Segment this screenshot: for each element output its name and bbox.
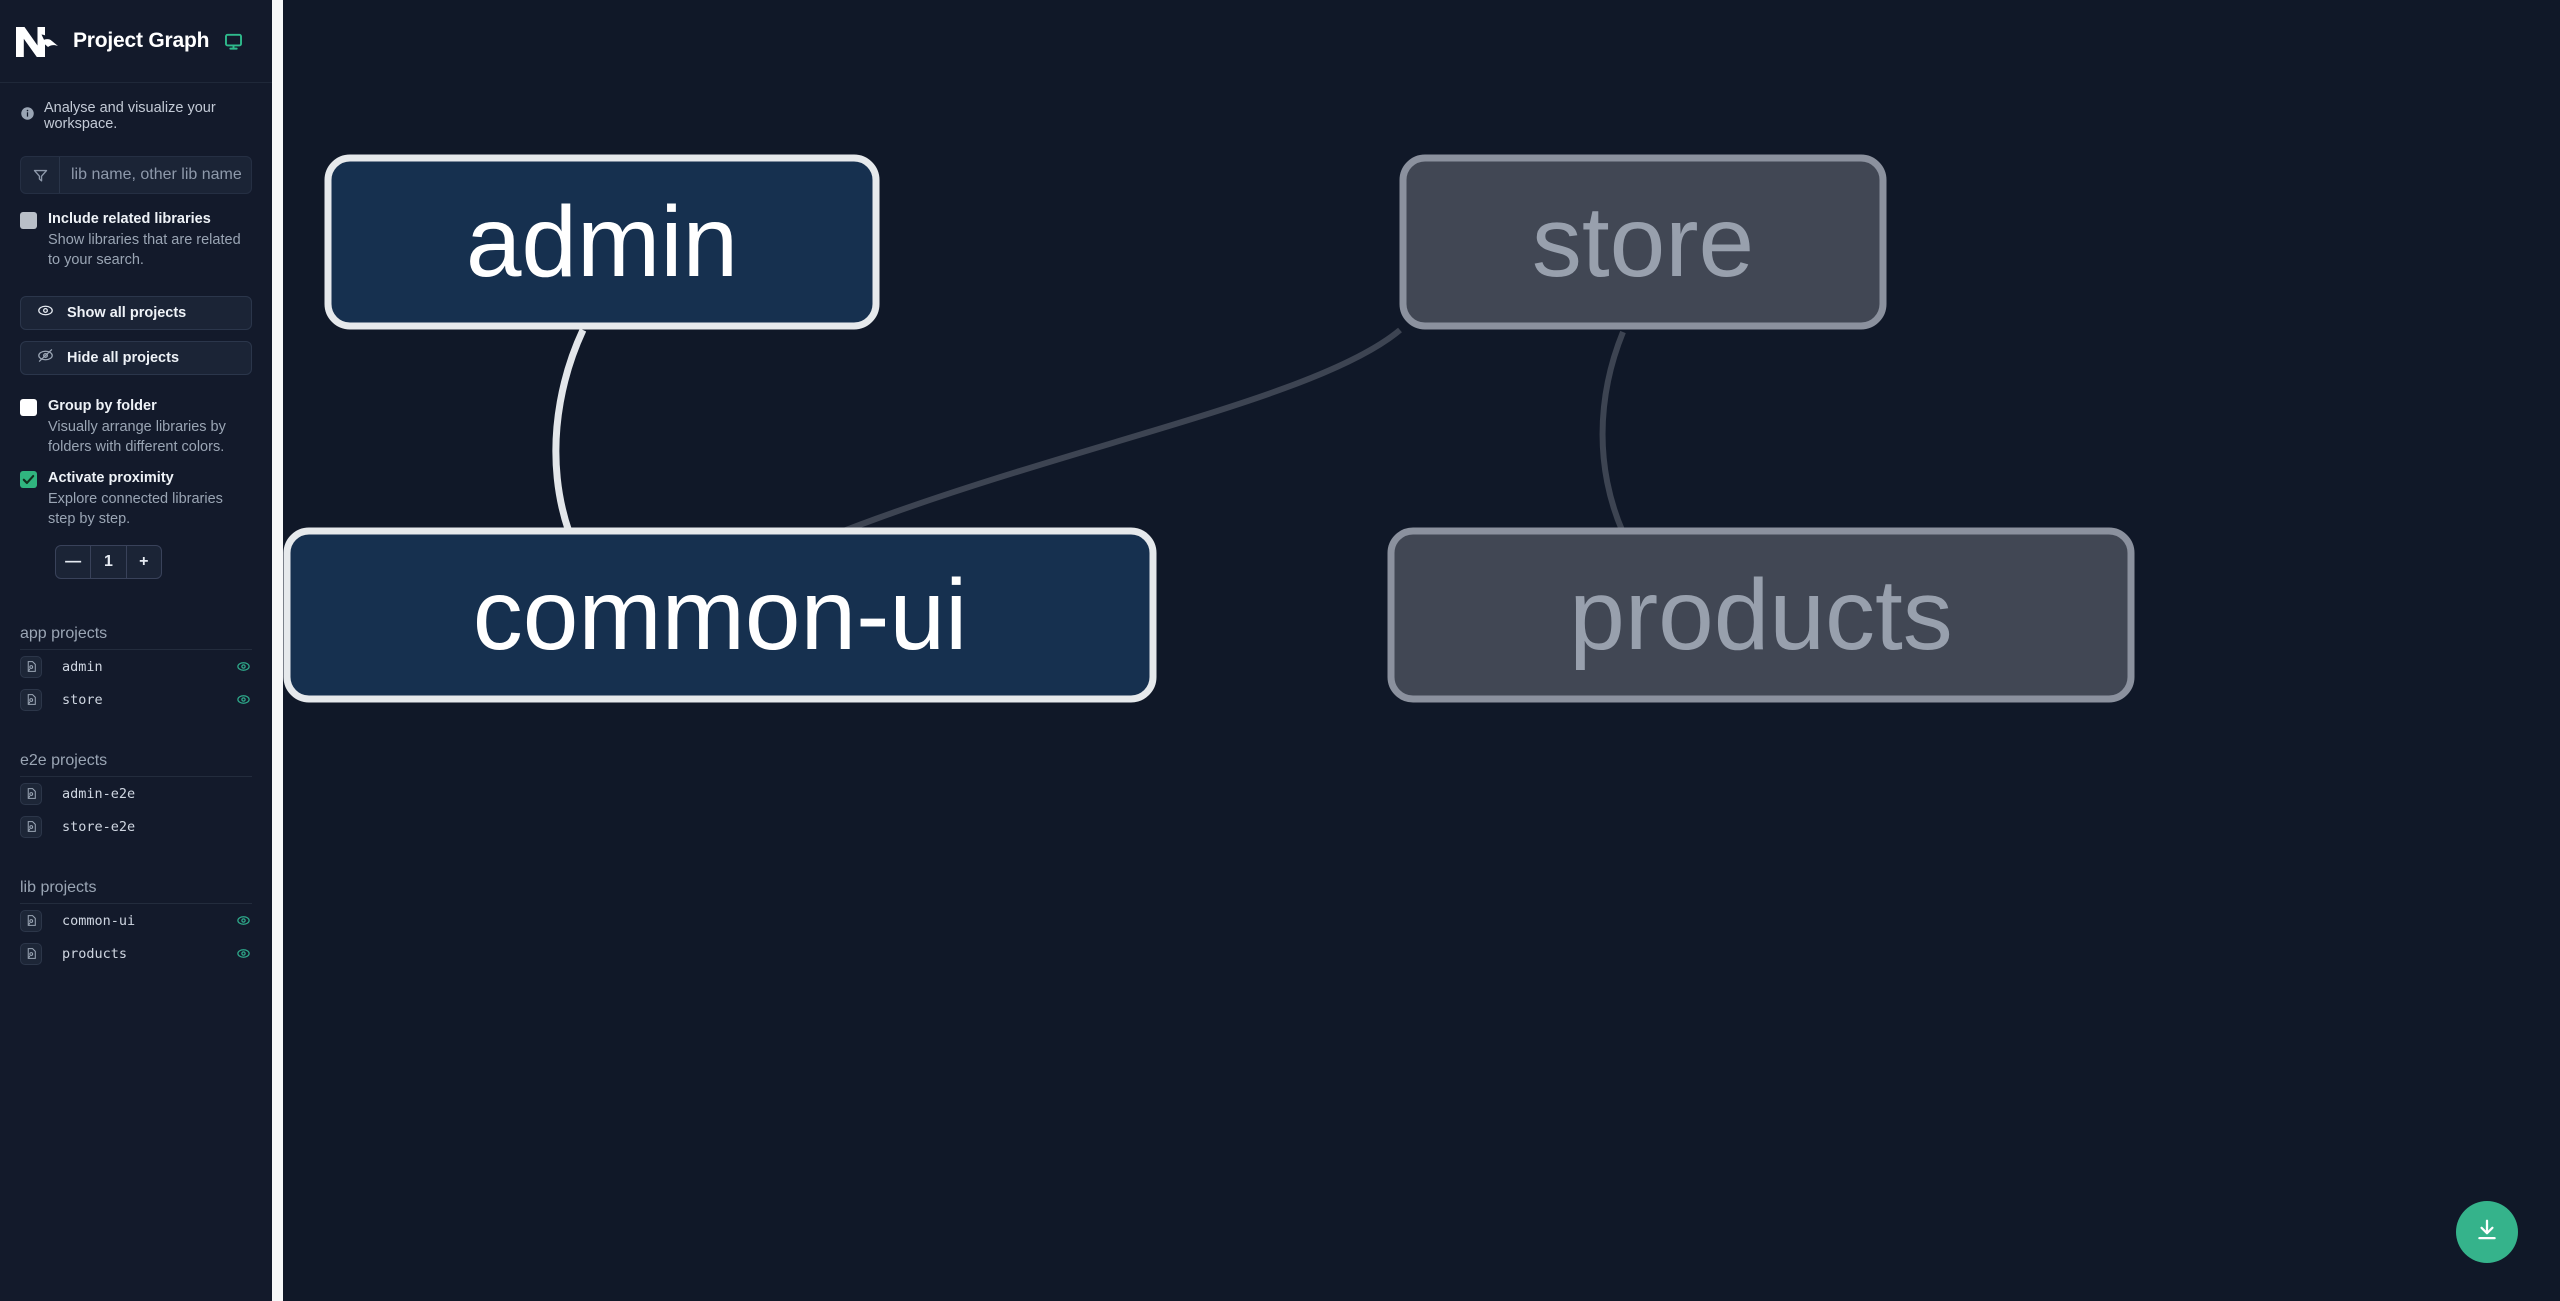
proximity-increment-button[interactable]: + <box>125 546 161 578</box>
proximity-stepper[interactable]: — 1 + <box>55 545 162 579</box>
graph-node-admin <box>324 154 880 330</box>
sidebar-resize-handle[interactable] <box>272 0 283 1301</box>
show-all-projects-button[interactable]: Show all projects <box>20 296 252 330</box>
project-file-icon <box>20 942 42 965</box>
project-name: products <box>62 945 128 962</box>
project-name: store-e2e <box>62 818 136 835</box>
project-file-icon <box>20 909 42 932</box>
project-row-products[interactable]: products <box>20 937 252 970</box>
page-title: Project Graph <box>73 29 210 52</box>
project-row-admin[interactable]: admin <box>20 650 252 683</box>
hide-all-projects-button[interactable]: Hide all projects <box>20 341 252 375</box>
eye-off-icon <box>37 347 54 369</box>
checkbox-include-related-libraries[interactable] <box>20 212 37 229</box>
hide-all-projects-label: Hide all projects <box>67 350 180 366</box>
project-row-store-e2e[interactable]: store-e2e <box>20 810 252 843</box>
eye-icon <box>37 302 54 324</box>
graph-node-products <box>1387 527 2135 703</box>
tagline-text: Analyse and visualize your workspace. <box>44 100 216 132</box>
checkbox-group-by-folder[interactable] <box>20 399 37 416</box>
graph-node-common-ui <box>283 527 1157 703</box>
info-icon <box>20 106 35 126</box>
monitor-icon[interactable] <box>224 32 243 51</box>
project-name: common-ui <box>62 912 136 929</box>
project-visibility-eye-icon[interactable] <box>234 692 252 707</box>
option-description: Show libraries that are related to your … <box>48 232 241 268</box>
project-visibility-eye-icon[interactable] <box>234 659 252 674</box>
search-input[interactable] <box>60 166 251 184</box>
graph-canvas[interactable]: admin store common-ui products <box>283 0 2560 1301</box>
checkbox-activate-proximity[interactable] <box>20 471 37 488</box>
show-all-projects-label: Show all projects <box>67 305 187 321</box>
group-title-app-projects: app projects <box>20 625 252 650</box>
option-label: Activate proximity <box>48 470 174 486</box>
project-list-lib: common-ui products <box>0 904 272 970</box>
project-row-common-ui[interactable]: common-ui <box>20 904 252 937</box>
option-include-related-libraries[interactable]: Include related libraries Show libraries… <box>0 194 272 270</box>
project-name: admin <box>62 658 103 675</box>
project-file-icon <box>20 782 42 805</box>
project-file-icon <box>20 688 42 711</box>
nx-logo-icon <box>14 21 60 61</box>
project-file-icon <box>20 655 42 678</box>
proximity-decrement-button[interactable]: — <box>65 553 82 570</box>
project-list-app: admin store <box>0 650 272 716</box>
project-list-e2e: admin-e2e store-e2e <box>0 777 272 843</box>
option-description: Explore connected libraries step by step… <box>48 491 223 527</box>
group-title-e2e-projects: e2e projects <box>20 752 252 777</box>
sidebar-header: Project Graph <box>0 0 272 83</box>
option-label: Group by folder <box>48 398 157 414</box>
graph-nodes <box>283 154 2135 703</box>
proximity-value: 1 <box>90 546 125 578</box>
project-row-store[interactable]: store <box>20 683 252 716</box>
project-name: store <box>62 691 103 708</box>
project-row-admin-e2e[interactable]: admin-e2e <box>20 777 252 810</box>
download-icon <box>2474 1217 2500 1248</box>
project-file-icon <box>20 815 42 838</box>
search-field[interactable] <box>20 156 252 194</box>
graph-svg <box>283 154 2135 703</box>
download-graph-button[interactable] <box>2456 1201 2518 1263</box>
tagline: Analyse and visualize your workspace. <box>0 83 272 144</box>
project-name: admin-e2e <box>62 785 136 802</box>
option-label: Include related libraries <box>48 211 211 227</box>
filter-icon <box>21 157 60 193</box>
sidebar: Project Graph Analyse and visualize your… <box>0 0 272 1301</box>
graph-node-store <box>1399 154 1887 330</box>
group-title-lib-projects: lib projects <box>20 879 252 904</box>
option-activate-proximity[interactable]: Activate proximity Explore connected lib… <box>0 457 272 529</box>
option-description: Visually arrange libraries by folders wi… <box>48 419 226 455</box>
project-visibility-eye-icon[interactable] <box>234 946 252 961</box>
project-visibility-eye-icon[interactable] <box>234 913 252 928</box>
option-group-by-folder[interactable]: Group by folder Visually arrange librari… <box>0 375 272 457</box>
